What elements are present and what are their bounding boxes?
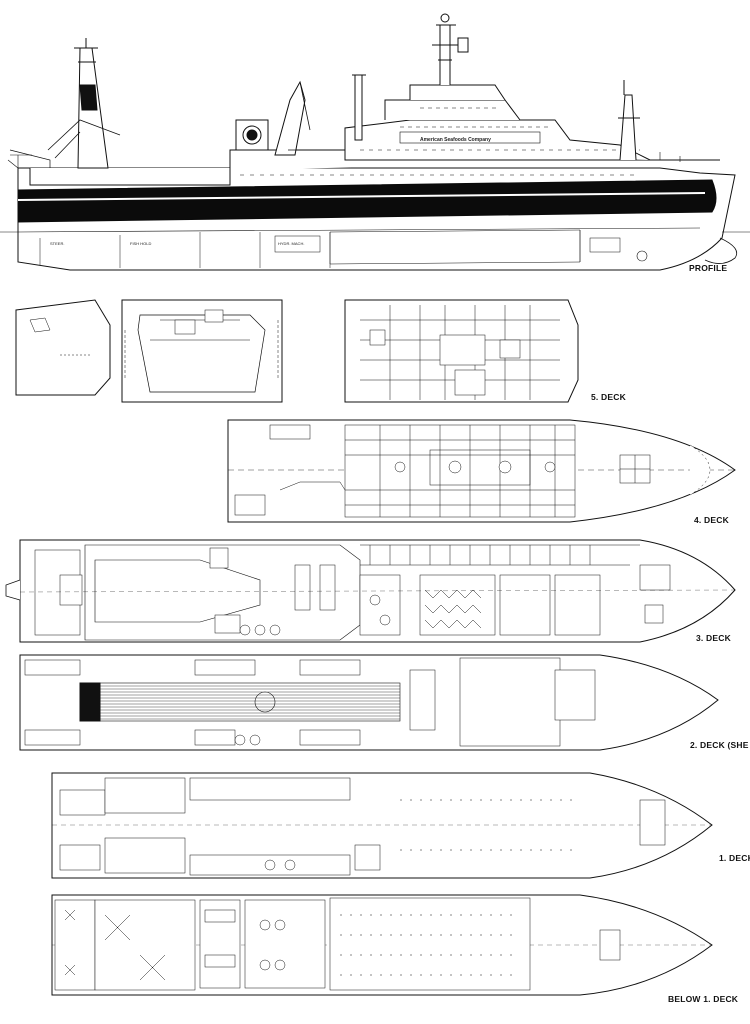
deck-4-view [227,419,736,523]
upper-decks-view [15,299,579,403]
label-below-deck-1: BELOW 1. DECK [668,994,739,1004]
hull-black-band [17,179,717,223]
label-deck-2: 2. DECK (SHE [690,740,749,750]
label-deck-1: 1. DECK [719,853,750,863]
svg-text:HYDR. MACH.: HYDR. MACH. [278,241,304,246]
below-deck-1-view [51,894,713,996]
trawl-winch-platform [15,299,111,396]
profile-view: HYDR. MACH. FISH HOLD STEER. [0,13,750,271]
label-deck-5: 5. DECK [591,392,626,402]
company-name-plate: American Seafoods Company [420,137,491,143]
label-profile: PROFILE [689,263,728,273]
deck-3-view [5,539,736,643]
label-deck-4: 4. DECK [694,515,729,525]
svg-text:FISH HOLD: FISH HOLD [130,241,151,246]
deck-1-view [51,772,713,879]
svg-text:STEER.: STEER. [50,241,64,246]
deck-2-view [19,654,719,751]
label-deck-3: 3. DECK [696,633,731,643]
